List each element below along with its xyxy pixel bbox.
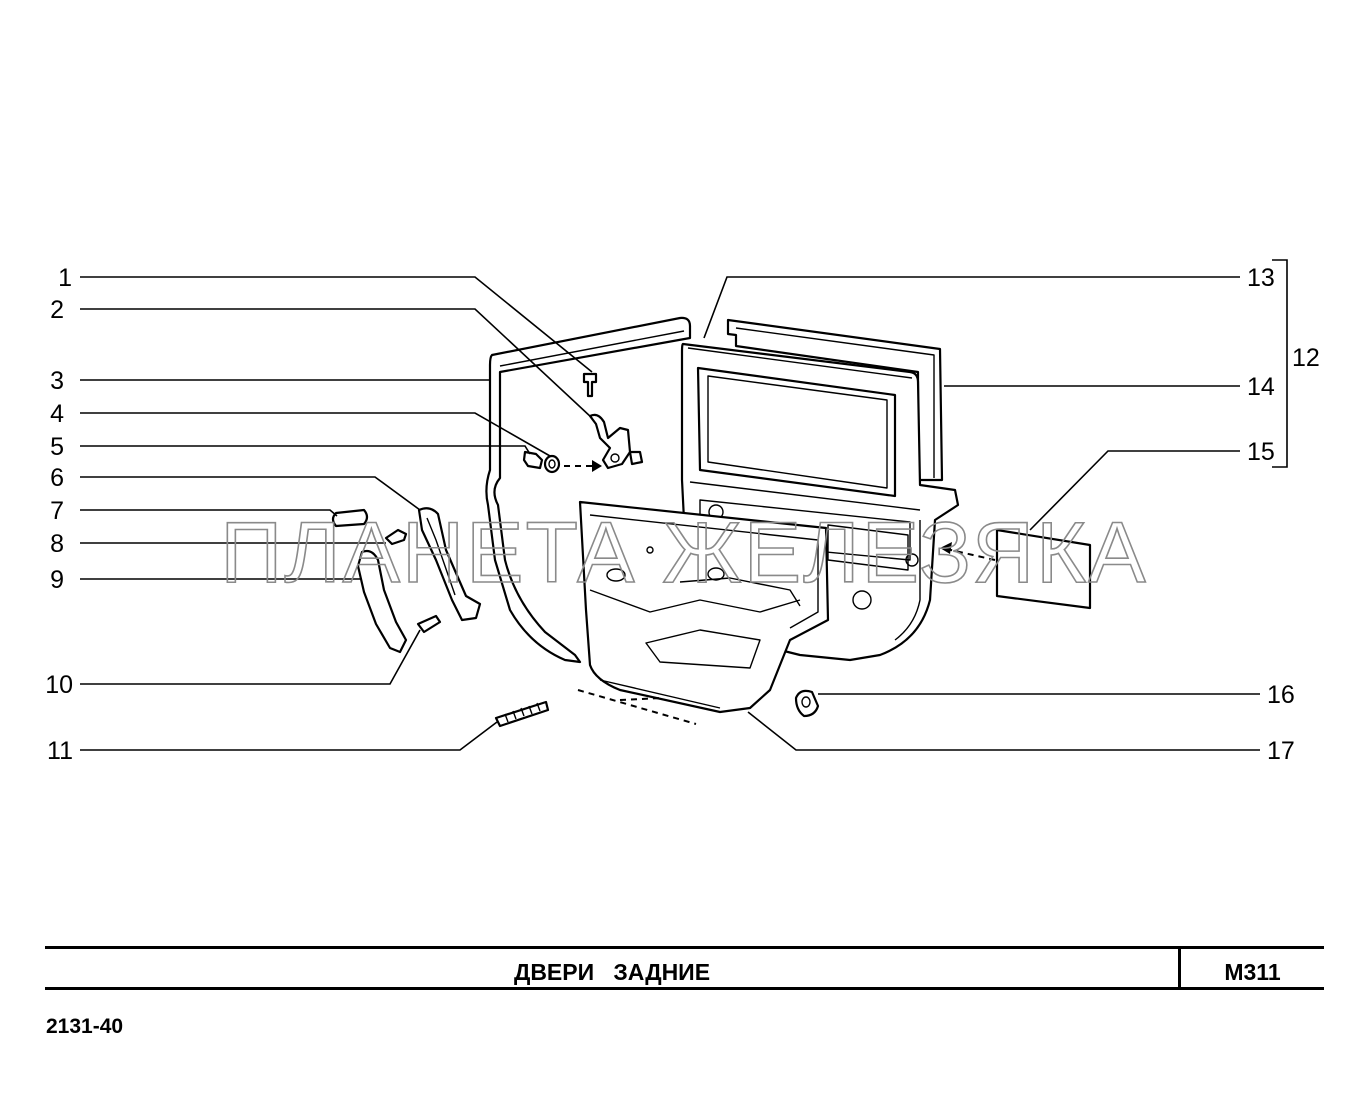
sheet-code: М311 — [1224, 959, 1281, 985]
callout-5: 5 — [50, 433, 64, 461]
sound-insulation-pad — [995, 528, 1092, 610]
door-assembly-drawing — [331, 316, 1092, 728]
callout-8: 8 — [50, 530, 64, 558]
leader-lines — [80, 259, 1288, 751]
door-seal — [485, 316, 692, 664]
callout-2: 2 — [50, 296, 64, 324]
callout-16: 16 — [1267, 681, 1295, 709]
door-trim-panel — [578, 500, 830, 714]
watermark-text: ПЛАНЕТА ЖЕЛЕЗЯКА — [220, 505, 1147, 601]
callout-3: 3 — [50, 367, 64, 395]
cap — [331, 508, 369, 528]
bracket — [588, 413, 632, 470]
screw-trim — [494, 700, 550, 728]
callout-13: 13 — [1247, 264, 1275, 292]
clip — [794, 689, 820, 718]
screw — [522, 450, 544, 470]
callout-7: 7 — [50, 497, 64, 525]
title-block: ДВЕРИ ЗАДНИЕ М311 — [45, 946, 1324, 990]
title-divider — [1178, 949, 1181, 987]
screw-upper — [384, 528, 408, 546]
callout-4: 4 — [50, 400, 64, 428]
callout-6: 6 — [50, 464, 64, 492]
washer — [543, 454, 561, 474]
callout-1: 1 — [58, 264, 72, 292]
callout-10: 10 — [45, 671, 73, 699]
callout-14: 14 — [1247, 373, 1275, 401]
screw-lower — [416, 614, 442, 634]
armrest-handle — [356, 549, 408, 654]
bolt — [582, 372, 598, 398]
callout-17: 17 — [1267, 737, 1295, 765]
callout-11: 11 — [47, 737, 73, 765]
callout-9: 9 — [50, 566, 64, 594]
callout-15: 15 — [1247, 438, 1275, 466]
model-code: 2131-40 — [46, 1015, 124, 1038]
door-frame-rear — [726, 318, 944, 482]
drawing-title: ДВЕРИ ЗАДНИЕ — [513, 959, 711, 985]
callout-labels: 1 2 3 4 5 6 7 8 9 10 11 12 13 14 15 16 1… — [45, 264, 1320, 765]
callout-12: 12 — [1292, 344, 1320, 372]
